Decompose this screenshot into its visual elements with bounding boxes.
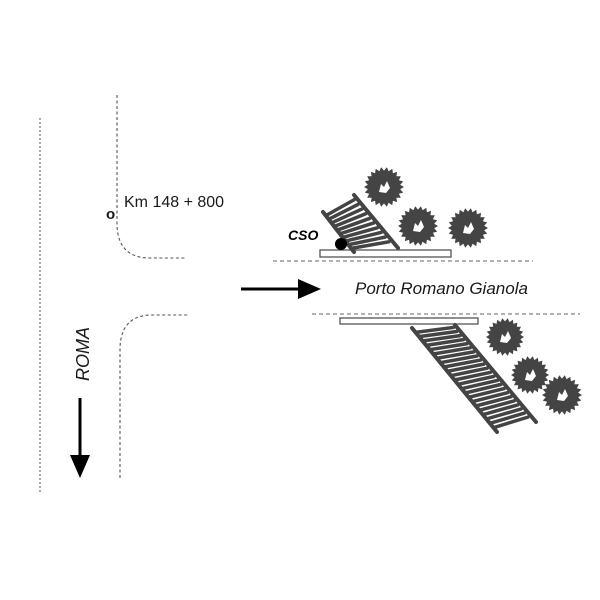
breakwater-rung [445, 362, 486, 374]
breakwater-rung [470, 390, 510, 404]
breakwater-rail [453, 323, 538, 424]
breakwater-icon [410, 323, 538, 434]
breakwater-rung [346, 235, 387, 247]
breakwater-rung [438, 354, 479, 365]
tree-icon [486, 318, 524, 356]
breakwater-rung [329, 207, 364, 225]
breakwater-rung [484, 407, 523, 421]
breakwater-rung [481, 403, 520, 417]
breakwater-rung [466, 386, 506, 400]
tree-icon [542, 375, 582, 415]
breakwater-rung [324, 197, 356, 218]
lower-curb [119, 314, 188, 478]
tree-icon [364, 167, 404, 207]
km-label: Km 148 + 800 [124, 194, 224, 211]
upper-pier [319, 249, 452, 258]
breakwater-rail [352, 193, 400, 250]
breakwater-rung [338, 221, 376, 236]
breakwater-rung [456, 374, 496, 387]
breakwater-rung [343, 230, 383, 243]
breakwater-icon [321, 193, 400, 254]
breakwater-rung [474, 394, 513, 408]
direction-label-roma: ROMA [73, 327, 93, 381]
destination-label: Porto Romano Gianola [355, 279, 528, 298]
breakwater-rung [424, 337, 466, 348]
breakwater-rung [452, 370, 493, 382]
breakwater-rung [477, 399, 517, 413]
cso-label: CSO [288, 227, 318, 243]
breakwater-rung [488, 411, 527, 426]
breakwater-rung [459, 378, 500, 391]
breakwater-rung [349, 240, 391, 251]
breakwater-rung [332, 211, 368, 229]
breakwater-rung [417, 329, 459, 339]
km-marker-icon: o [106, 206, 115, 223]
breakwater-rung [427, 341, 469, 352]
breakwater-rung [463, 382, 503, 395]
breakwater-rung [340, 226, 380, 240]
tree-icon [511, 356, 549, 394]
tree-icon [398, 206, 438, 246]
breakwater-rung [442, 358, 483, 369]
breakwater-rung [431, 346, 472, 356]
breakwater-rung [435, 350, 476, 361]
breakwater-rung [491, 415, 530, 430]
tree-group [364, 167, 582, 415]
arrow-right-icon [241, 279, 321, 299]
breakwater-rung [420, 333, 462, 343]
tree-icon [448, 208, 488, 248]
arrow-down-icon [70, 398, 90, 478]
dot-marker-icon [335, 238, 347, 250]
breakwater-rung [335, 216, 372, 232]
lower-pier [339, 317, 479, 325]
breakwater-rung [413, 325, 455, 335]
breakwater-rung [449, 366, 489, 378]
upper-curb [116, 95, 186, 259]
breakwater-rung [326, 202, 360, 222]
